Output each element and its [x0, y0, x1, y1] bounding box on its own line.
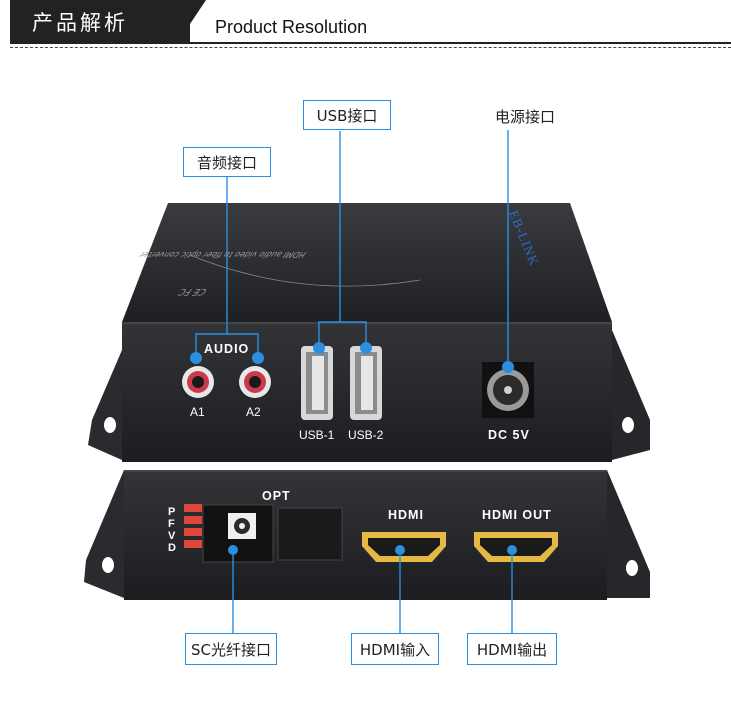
opt-label: OPT	[262, 489, 291, 503]
callout-usb-port: USB接口	[303, 100, 391, 130]
hdmi-out-label: HDMI OUT	[482, 508, 552, 522]
sc-fiber-port	[202, 504, 343, 563]
model-description-text: HDMI audio video to fiber optic converte…	[136, 250, 309, 259]
upper-unit-top	[122, 203, 612, 322]
usb-port-1	[301, 346, 333, 420]
usb-port-2	[350, 346, 382, 420]
header-tab	[10, 0, 190, 42]
callout-hdmi-input: HDMI输入	[351, 633, 439, 665]
audio-label: AUDIO	[204, 342, 250, 356]
usb1-label: USB-1	[299, 428, 335, 442]
upper-mounting-flange-left	[88, 350, 122, 460]
dc-label: DC 5V	[488, 428, 530, 442]
callout-hdmi-output: HDMI输出	[467, 633, 557, 665]
upper-mounting-flange-right	[612, 330, 650, 460]
callout-leaders	[195, 130, 513, 634]
callout-dots	[190, 342, 517, 555]
a1-label: A1	[190, 405, 205, 419]
header-dashed-divider	[10, 47, 731, 48]
audio-jack-a2	[239, 366, 271, 398]
callout-sc-fiber-port: SC光纤接口	[185, 633, 277, 665]
status-leds	[184, 504, 202, 548]
led-letters: P F V D	[168, 506, 176, 554]
section-title-cn: 产品解析	[32, 11, 128, 35]
header-divider	[10, 42, 731, 44]
a2-label: A2	[246, 405, 261, 419]
lower-mounting-flange-right	[607, 470, 650, 598]
usb2-label: USB-2	[348, 428, 384, 442]
callout-audio-port: 音频接口	[183, 147, 271, 177]
hdmi-label: HDMI	[388, 508, 424, 522]
lower-mounting-flange-left	[84, 470, 124, 598]
section-title-en: Product Resolution	[215, 17, 368, 37]
callout-power-port: 电源接口	[495, 108, 556, 126]
audio-jack-a1	[182, 366, 214, 398]
